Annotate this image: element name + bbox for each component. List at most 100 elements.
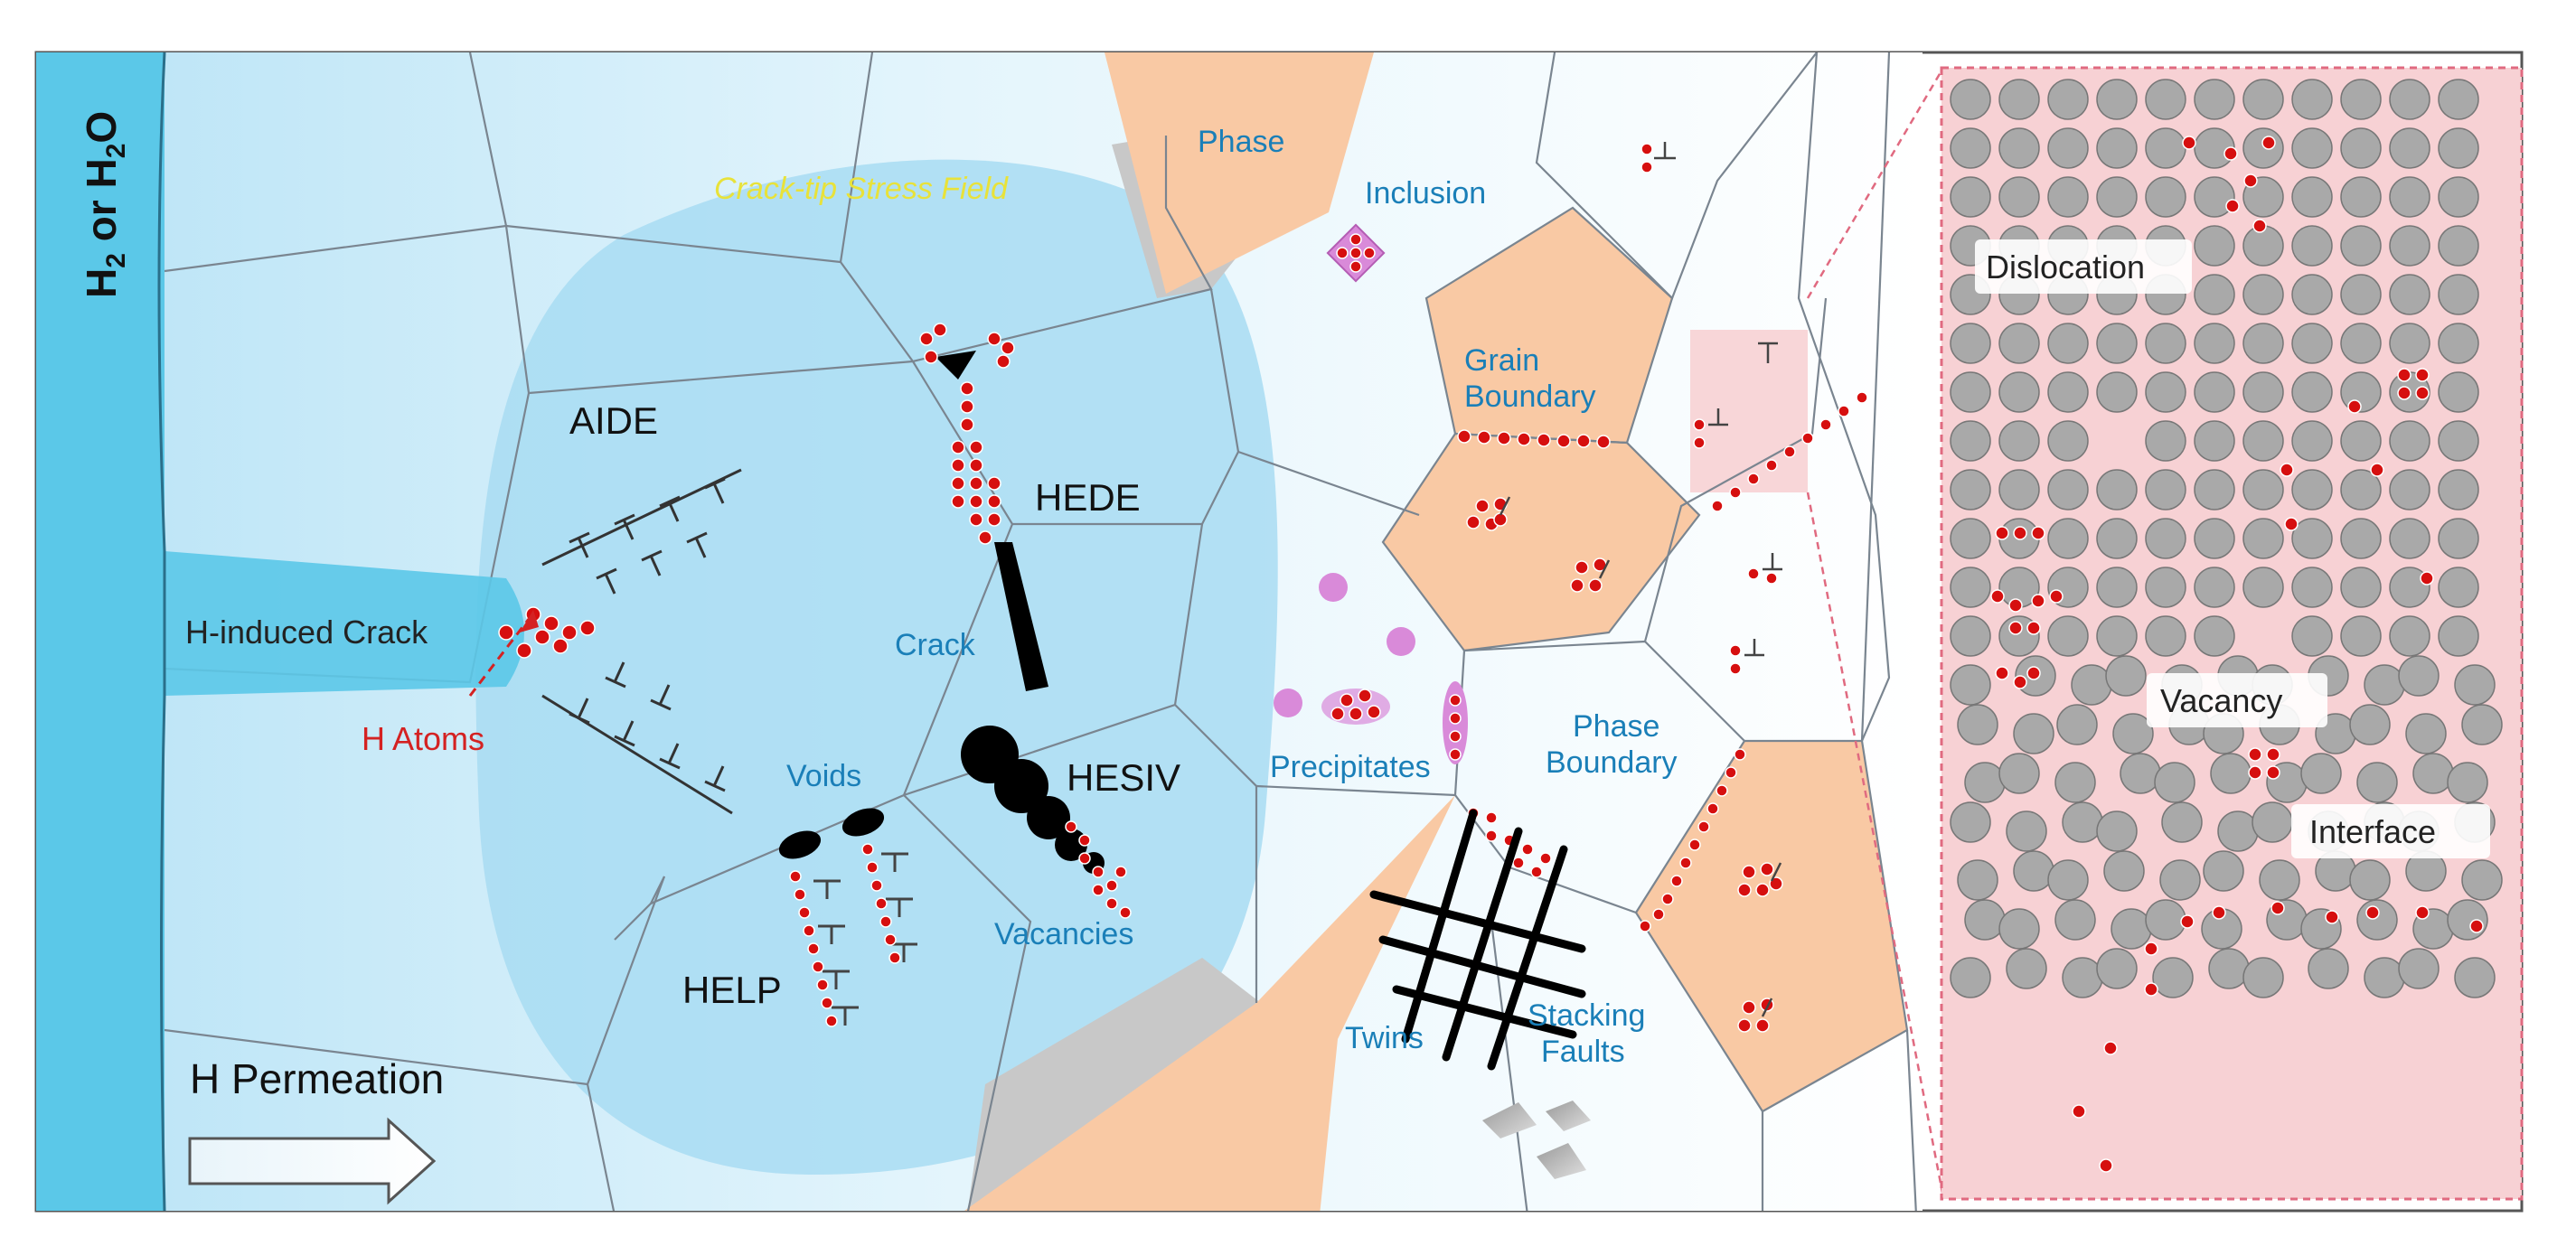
hede-crack: [994, 542, 1048, 691]
hydrogen-atom: [2415, 905, 2430, 920]
crack-label: Crack: [895, 628, 976, 662]
interface-callout: Interface: [2291, 804, 2490, 858]
hydrogen-atom: [2270, 901, 2285, 915]
grain-boundary-label-line1: Grain: [1464, 343, 1539, 378]
phase-label: Phase: [1198, 125, 1284, 159]
lattice-atom: [2194, 176, 2235, 218]
hydrogen-atom: [2180, 914, 2195, 929]
inclusion-particle: [1326, 223, 1386, 283]
lattice-atom: [2389, 615, 2430, 657]
lattice-atom: [2438, 323, 2479, 364]
lattice-atom: [2242, 567, 2284, 608]
lattice-atom: [2217, 810, 2259, 852]
hydrogen-atom: [2103, 1041, 2118, 1055]
phase-boundary-label-line1: Phase: [1573, 709, 1659, 744]
lattice-atom: [2252, 801, 2293, 843]
hydrogen-atom: [1990, 589, 2005, 604]
lattice-atom: [2056, 704, 2098, 745]
lattice-atom: [2242, 323, 2284, 364]
lattice-atom: [2291, 323, 2333, 364]
lattice-atom: [2438, 176, 2479, 218]
hydrogen-atom: [2225, 199, 2240, 213]
lattice-atom: [2447, 899, 2488, 941]
lattice-atom: [2145, 567, 2186, 608]
hydrogen-atom: [2415, 368, 2430, 382]
environment-strip: [36, 52, 165, 1211]
lattice-atom: [2356, 762, 2398, 803]
lattice-atom: [2208, 948, 2250, 989]
hydrogen-atom: [2223, 146, 2238, 161]
lattice-atom: [2145, 323, 2186, 364]
lattice-atom: [2438, 615, 2479, 657]
lattice-atom: [2096, 127, 2138, 169]
lattice-atom: [2047, 79, 2089, 120]
hydrogen-atom: [2284, 517, 2299, 531]
lattice-atom: [2340, 469, 2382, 511]
aide-dislocations: [541, 468, 742, 815]
hydrogen-atom: [2248, 747, 2262, 762]
hydrogen-atom: [2415, 386, 2430, 400]
lattice-atom: [2242, 518, 2284, 559]
lattice-atom: [2340, 615, 2382, 657]
lattice-atom: [2242, 420, 2284, 462]
lattice-atom: [2438, 79, 2479, 120]
lattice-atom: [2438, 567, 2479, 608]
lattice-atom: [2259, 859, 2300, 901]
lattice-atom: [2047, 371, 2089, 413]
lattice-atom: [2398, 655, 2440, 697]
twins-lines: [1369, 809, 1586, 1071]
lattice-atom: [2308, 948, 2349, 989]
lattice-atom: [2145, 518, 2186, 559]
vacancies-label: Vacancies: [994, 917, 1133, 951]
environment-label: H2 or H2O: [78, 111, 131, 298]
lattice-atom: [2194, 567, 2235, 608]
hydrogen-atom: [2008, 598, 2023, 613]
lattice-atom: [1998, 127, 2040, 169]
hydrogen-atom: [2365, 905, 2380, 920]
lattice-atom: [2291, 518, 2333, 559]
hydrogen-atom: [2144, 942, 2158, 956]
lattice-atom: [2006, 948, 2047, 989]
lattice-atom: [2145, 176, 2186, 218]
lattice-hydrogen-atoms: [1990, 136, 2484, 1173]
lattice-atom: [2047, 176, 2089, 218]
lattice-atom: [2096, 176, 2138, 218]
inclusion-label: Inclusion: [1365, 176, 1486, 211]
lattice-atom: [2349, 704, 2391, 745]
lattice-atom: [2096, 371, 2138, 413]
lattice-atom: [2210, 753, 2252, 794]
crack-tip-stress-field: [475, 159, 1278, 1176]
lattice-atom: [1998, 371, 2040, 413]
lattice-atom: [2145, 615, 2186, 657]
h-atoms-arrow: [468, 610, 539, 697]
hydrogen-atom: [2182, 136, 2196, 150]
lattice-atom: [1998, 79, 2040, 120]
h-atoms-label: H Atoms: [362, 720, 484, 757]
lattice-atom: [2047, 859, 2089, 901]
crack-tip-stress-field-label: Crack-tip Stress Field: [714, 172, 1009, 206]
svg-text:H2 or H2O: H2 or H2O: [78, 111, 131, 298]
hydrogen-atom: [2325, 910, 2339, 924]
lattice-atom: [2340, 79, 2382, 120]
stacking-faults-label-line2: Faults: [1541, 1035, 1625, 1069]
lattice-atom: [2389, 127, 2430, 169]
lattice-atom: [2152, 957, 2194, 998]
lattice-atom: [2291, 567, 2333, 608]
lattice-atom: [2340, 176, 2382, 218]
hydrogen-atom: [2266, 765, 2280, 780]
lattice-atom: [2291, 469, 2333, 511]
lattice-atom: [2461, 859, 2503, 901]
lattice-atom: [2291, 176, 2333, 218]
lattice-atom: [2194, 615, 2235, 657]
hydrogen-atom: [2397, 368, 2411, 382]
lattice-atom: [1950, 801, 1991, 843]
lattice-atom: [2203, 850, 2244, 892]
lattice-atom: [2096, 323, 2138, 364]
lattice-atom: [2145, 420, 2186, 462]
hydrogen-atom: [2026, 666, 2041, 680]
lattice-atom: [1950, 323, 1991, 364]
phase-region-bottom-left: [964, 795, 1455, 1211]
h-induced-crack-label: H-induced Crack: [185, 614, 428, 651]
help-voids: [778, 808, 885, 859]
lattice-atom: [2398, 948, 2440, 989]
